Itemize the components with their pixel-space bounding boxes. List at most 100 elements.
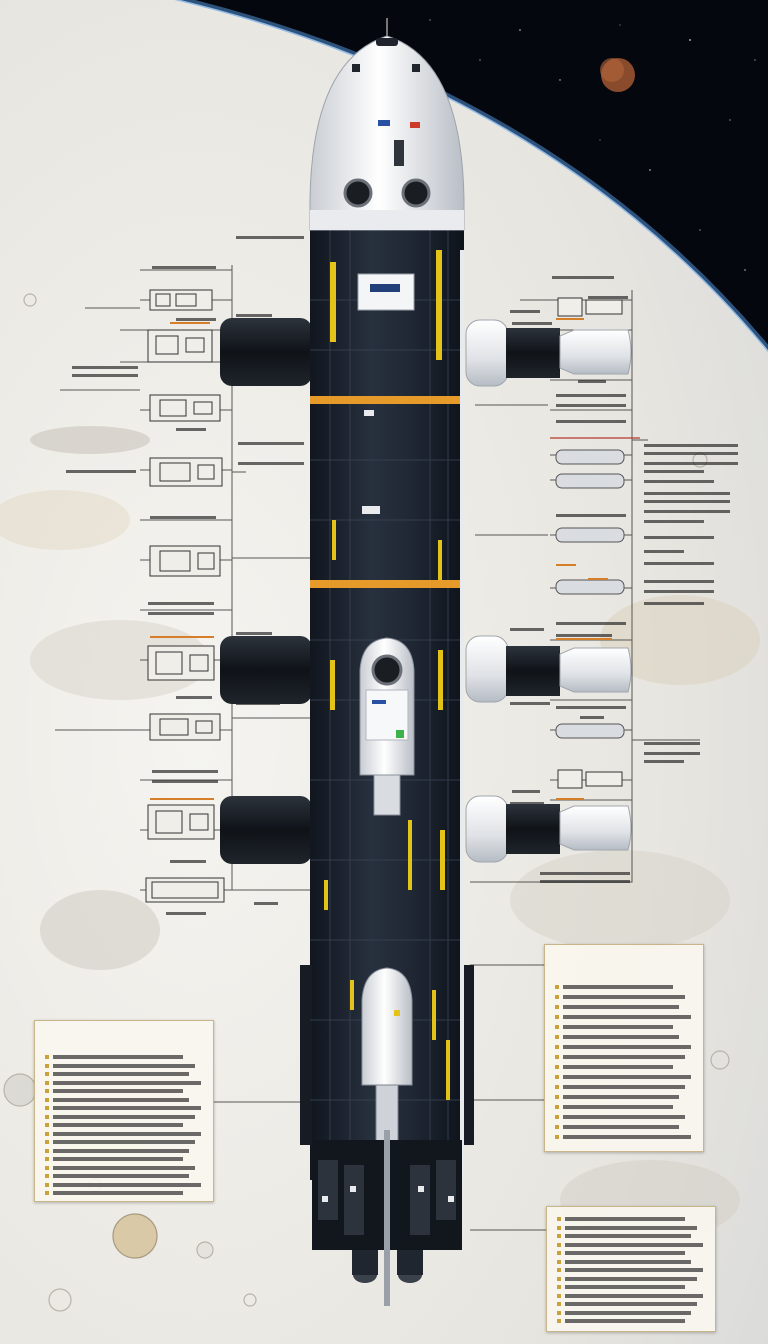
panel-bullet — [555, 1095, 559, 1099]
panel-text-line — [563, 1135, 691, 1139]
thruster-pod-icon — [465, 795, 632, 863]
panel-text-line — [563, 995, 685, 999]
panel-text-line — [565, 1293, 703, 1298]
panel-text-line — [565, 1285, 685, 1289]
panel-text-line — [53, 1174, 189, 1178]
panel-text-line — [565, 1217, 685, 1221]
panel-text-line — [563, 1125, 679, 1129]
panel-text-line — [53, 1072, 189, 1076]
panel-text-line — [53, 1165, 195, 1170]
docking-capsule-icon — [361, 967, 413, 1156]
thruster-pod-icon — [465, 635, 632, 703]
panel-text-line — [53, 1097, 189, 1102]
panel-bullet — [557, 1268, 561, 1272]
docking-capsule-icon — [359, 637, 415, 816]
engine-section — [312, 1130, 462, 1306]
panel-text-line — [565, 1242, 703, 1247]
panel-text-line — [565, 1310, 691, 1315]
panel-text-line — [53, 1140, 195, 1144]
panel-text-line — [565, 1234, 691, 1238]
panel-text-line — [563, 1095, 679, 1099]
annotation-panel-right-bottom — [546, 1206, 716, 1332]
panel-bullet — [557, 1217, 561, 1221]
thruster-pod-icon — [220, 796, 312, 864]
module-sketch-icon — [147, 645, 215, 681]
panel-bullet — [45, 1182, 49, 1187]
panel-text-line — [53, 1080, 201, 1085]
panel-bullet — [45, 1106, 49, 1110]
panel-bullet — [555, 1075, 559, 1079]
panel-bullet — [555, 1135, 559, 1139]
panel-bullet — [557, 1234, 561, 1238]
panel-bullet — [45, 1123, 49, 1127]
panel-bullet — [45, 1097, 49, 1102]
panel-bullet — [557, 1293, 561, 1298]
panel-text-line — [565, 1302, 697, 1306]
panel-text-line — [563, 1045, 691, 1049]
left-callouts — [66, 236, 304, 915]
panel-bullet — [45, 1114, 49, 1119]
panel-text-line — [565, 1251, 685, 1255]
module-sketch-icon — [149, 289, 213, 311]
panel-bullet — [557, 1242, 561, 1247]
right-callouts — [510, 276, 738, 883]
module-sketch-icon — [149, 457, 223, 487]
module-sketch-icon — [145, 877, 225, 903]
module-sketch-icon — [147, 804, 215, 840]
callout-label-accents — [556, 318, 612, 800]
panel-bullet — [45, 1080, 49, 1085]
panel-bullet — [555, 1025, 559, 1029]
panel-bullet — [557, 1285, 561, 1289]
panel-text-line — [53, 1157, 183, 1161]
panel-text-line — [563, 1075, 691, 1079]
panel-bullet — [555, 1115, 559, 1119]
porthole-icon — [401, 178, 431, 208]
module-sketch-icon — [149, 394, 221, 422]
panel-text-line — [53, 1123, 183, 1127]
panel-bullet — [45, 1174, 49, 1178]
panel-bullet — [555, 1105, 559, 1109]
panel-bullet — [557, 1259, 561, 1264]
panel-text-line — [53, 1191, 183, 1195]
panel-bullet — [45, 1157, 49, 1161]
panel-text-line — [53, 1182, 201, 1187]
panel-bullet — [555, 1085, 559, 1089]
panel-bullet — [557, 1310, 561, 1315]
panel-text-line — [565, 1225, 697, 1230]
panel-text-line — [53, 1114, 195, 1119]
thruster-pod-icon — [465, 319, 632, 387]
thruster-pod-icon — [220, 636, 312, 704]
panel-bullet — [45, 1131, 49, 1136]
starfield — [429, 19, 756, 271]
thruster-pod-icon — [220, 318, 312, 386]
panel-text-line — [53, 1063, 195, 1068]
annotation-panel-left — [34, 1020, 214, 1202]
panel-bullet — [555, 1015, 559, 1019]
panel-text-line — [563, 1015, 691, 1019]
hull-band — [310, 580, 464, 588]
right-thruster-pods — [465, 319, 632, 863]
callout-label-accents — [150, 322, 214, 800]
panel-text-line — [53, 1055, 183, 1059]
panel-bullet — [557, 1276, 561, 1281]
panel-bullet — [555, 1005, 559, 1009]
panel-bullet — [555, 1065, 559, 1069]
panel-bullet — [555, 995, 559, 999]
module-sketch-icon — [557, 769, 623, 789]
panel-bullet — [555, 985, 559, 989]
panel-text-line — [563, 1065, 673, 1069]
panel-text-line — [563, 1085, 685, 1089]
callout-label-strokes — [66, 236, 304, 915]
panel-text-line — [563, 1005, 679, 1009]
nose-cone — [309, 18, 465, 231]
hull-accents — [324, 250, 450, 1100]
module-sketch-icon — [147, 329, 213, 363]
panel-text-line — [563, 1055, 685, 1059]
panel-bullet — [45, 1148, 49, 1153]
left-thruster-pods — [220, 318, 312, 864]
hull-band — [310, 396, 464, 404]
panel-text-line — [53, 1089, 183, 1093]
panel-bullet — [557, 1251, 561, 1255]
callout-label-strokes — [510, 276, 738, 883]
